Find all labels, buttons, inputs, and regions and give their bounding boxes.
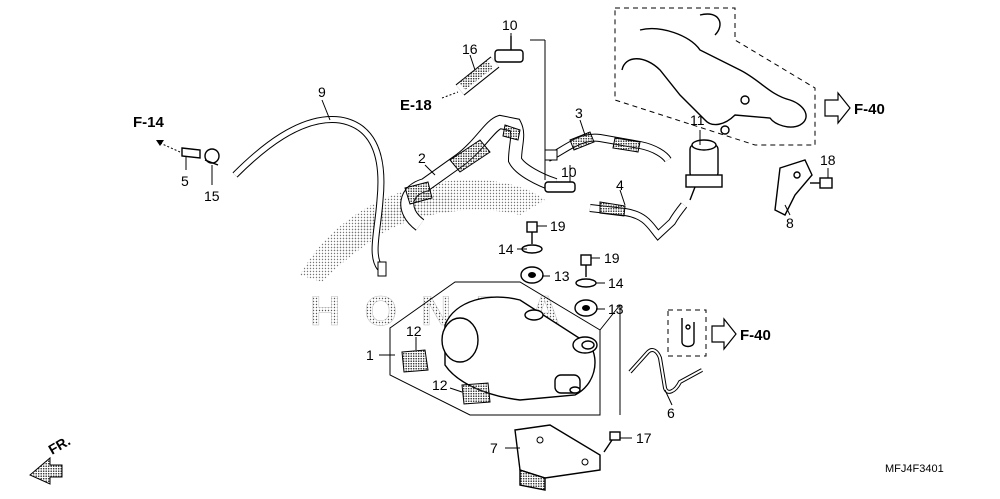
- hose-4: [589, 201, 688, 241]
- callout-10-upper: 10: [502, 17, 518, 33]
- front-marker-label: FR.: [46, 432, 74, 457]
- callout-6: 6: [667, 405, 675, 421]
- canister-mount-bracket: [514, 424, 601, 491]
- leader-lines: [185, 33, 829, 449]
- ref-f40-top: F-40: [854, 101, 885, 118]
- callout-15: 15: [204, 188, 220, 204]
- ref-f14: F-14: [133, 114, 165, 131]
- callout-10-lower: 10: [561, 164, 577, 180]
- ref-f40-mid: F-40: [740, 327, 771, 344]
- mounting-bracket-top: [621, 13, 807, 135]
- callout-1: 1: [366, 347, 374, 363]
- canister-pads: [401, 349, 491, 405]
- callout-labels: 1 2 3 4 5 6 7 8 9 10 10 11 12 12 13 13 1…: [181, 17, 836, 456]
- callout-16: 16: [462, 41, 478, 57]
- callout-13-left: 13: [554, 268, 570, 284]
- callout-19-right: 19: [604, 250, 620, 266]
- arrow-f14: [156, 140, 181, 153]
- mount-hardware-right: [574, 254, 598, 317]
- callout-17: 17: [636, 430, 652, 446]
- hose-9: [232, 116, 387, 277]
- hose-clip: [681, 318, 695, 348]
- hose-16: [455, 56, 500, 96]
- callout-9: 9: [318, 84, 326, 100]
- mount-hardware-left: [520, 221, 544, 321]
- connector-10-lower: [544, 181, 576, 193]
- hose-2: [400, 114, 558, 231]
- hose-6: [628, 348, 703, 394]
- callout-19-left: 19: [550, 218, 566, 234]
- callout-8: 8: [786, 215, 794, 231]
- callout-14-left: 14: [498, 241, 514, 257]
- callout-18: 18: [820, 152, 836, 168]
- front-arrow-icon: [29, 456, 63, 485]
- reference-labels: F-14 E-18 F-40 F-40: [133, 97, 885, 344]
- callout-3: 3: [575, 105, 583, 121]
- arrow-f40-top: [824, 91, 851, 125]
- connector-10-upper: [494, 36, 524, 63]
- callout-12-lower: 12: [432, 377, 448, 393]
- callout-5: 5: [181, 173, 189, 189]
- callout-2: 2: [418, 150, 426, 166]
- solenoid-valve-11: [685, 139, 723, 201]
- bracket-dashed-box: [614, 7, 816, 146]
- callout-13-right: 13: [608, 301, 624, 317]
- bolt-17: [603, 431, 621, 453]
- dashed-outlines: [614, 7, 816, 357]
- fitting-5: [181, 147, 220, 166]
- callout-7: 7: [490, 440, 498, 456]
- hose-3: [544, 131, 672, 163]
- callout-12-upper: 12: [406, 323, 422, 339]
- callout-11: 11: [690, 112, 705, 128]
- bolt-18: [810, 177, 833, 189]
- ref-e18: E-18: [400, 97, 432, 114]
- arrow-e18: [441, 91, 459, 99]
- arrow-f40-mid: [711, 317, 737, 351]
- diagram-code: MFJ4F3401: [885, 463, 944, 475]
- callout-14-right: 14: [608, 275, 624, 291]
- canister-outline: [389, 281, 601, 416]
- callout-4: 4: [616, 177, 624, 193]
- clip-dashed-box: [667, 309, 707, 357]
- evap-canister: [441, 296, 598, 401]
- bracket-8: [774, 159, 813, 216]
